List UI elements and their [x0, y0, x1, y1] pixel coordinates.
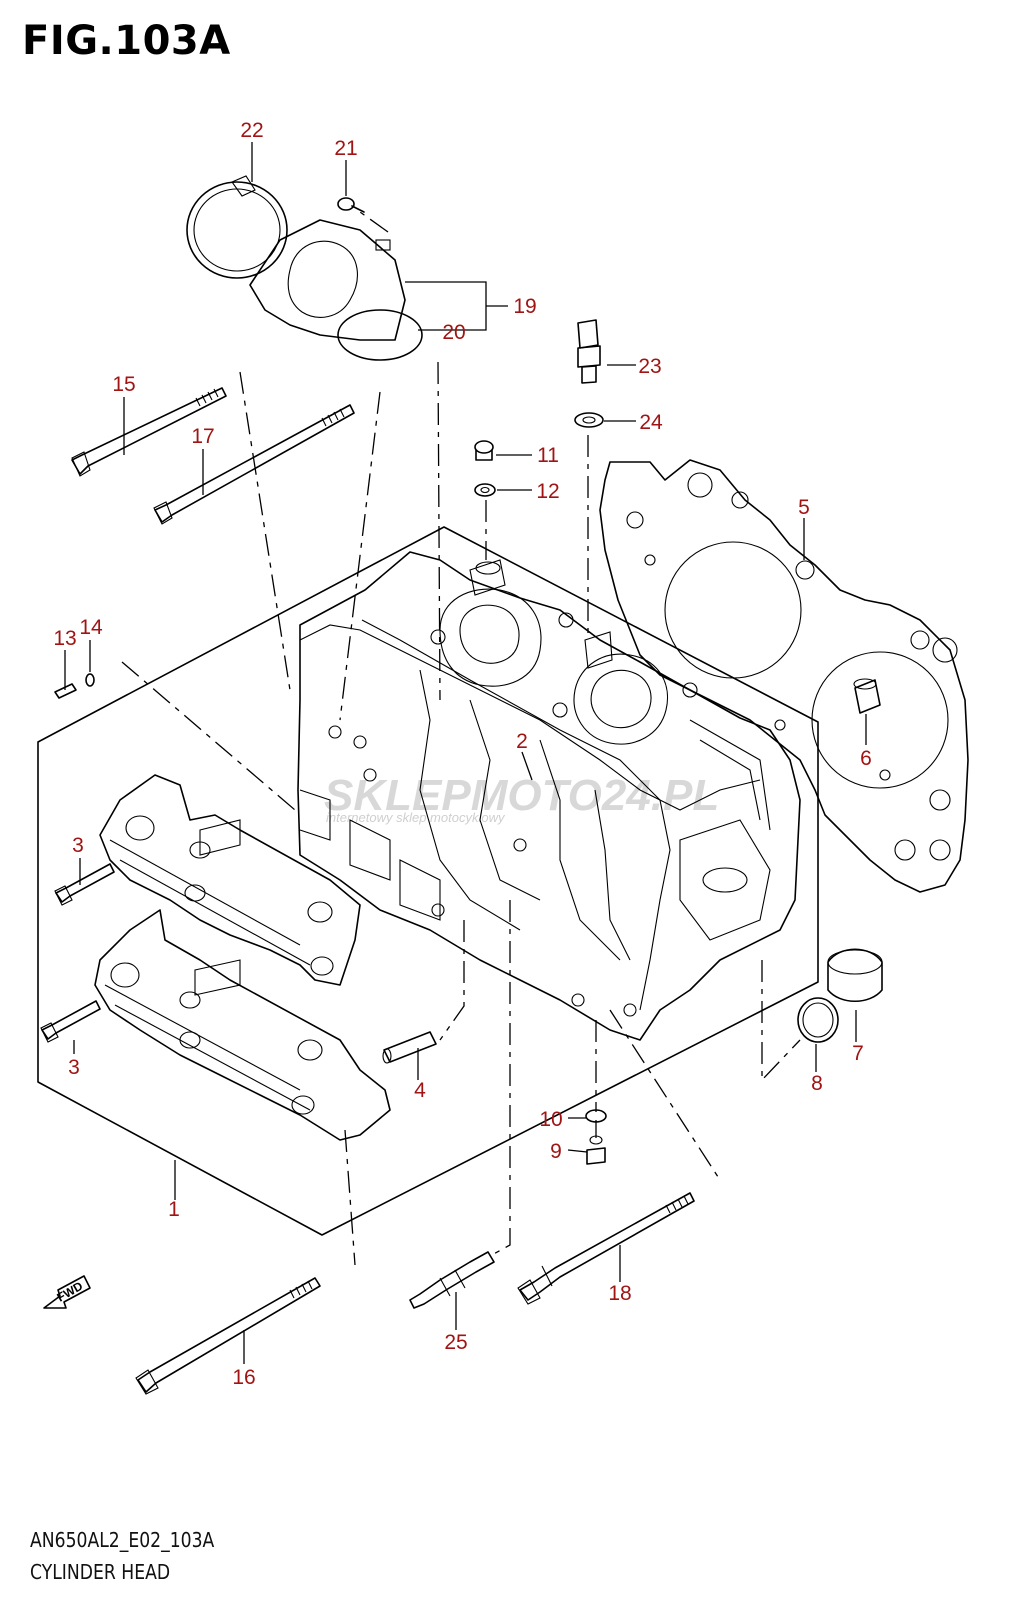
- bolt-15: [71, 387, 227, 477]
- screw-21: [337, 197, 365, 213]
- bolt-9: [586, 1135, 606, 1165]
- callout-19: 19: [513, 295, 536, 318]
- figure-title: FIG.103A: [22, 18, 231, 64]
- pin-13: [54, 683, 77, 699]
- callout-8: 8: [811, 1072, 823, 1095]
- cylinder-head: [297, 551, 801, 1041]
- leader-lines: [64, 142, 867, 1364]
- callout-3-upper: 3: [72, 834, 84, 857]
- diagram-name: CYLINDER HEAD: [30, 1560, 171, 1584]
- dowel-pin: [853, 678, 881, 714]
- callout-7: 7: [852, 1042, 864, 1065]
- bolt-17: [153, 404, 355, 525]
- sensor-23: [577, 319, 601, 384]
- callout-3-lower: 3: [68, 1056, 80, 1079]
- callout-11: 11: [537, 444, 559, 467]
- assembly-lines: [121, 211, 801, 1266]
- callout-20: 20: [442, 321, 465, 344]
- cap-7: [827, 948, 883, 1002]
- bolt-11: [474, 440, 494, 461]
- callout-2: 2: [516, 730, 528, 753]
- bolt-16: [135, 1277, 321, 1395]
- callout-4: 4: [414, 1079, 426, 1102]
- guide-4: [382, 1031, 437, 1064]
- forward-direction-marker: FWD: [43, 1275, 91, 1309]
- callout-24: 24: [639, 411, 663, 434]
- cylinder-head-frame: [37, 526, 819, 1236]
- camshaft-holder-upper: [99, 774, 361, 986]
- diagram-code: AN650AL2_E02_103A: [30, 1528, 215, 1552]
- callout-6: 6: [860, 747, 872, 770]
- callout-10: 10: [539, 1108, 562, 1131]
- bolt-3-lower: [40, 1000, 101, 1043]
- camshaft-holder-lower: [94, 909, 391, 1141]
- callout-16: 16: [232, 1366, 255, 1389]
- washer-24: [574, 412, 604, 428]
- callout-12: 12: [536, 480, 559, 503]
- washer-12: [474, 483, 496, 497]
- callout-5: 5: [798, 496, 810, 519]
- oring-14: [85, 673, 95, 687]
- thermostat-cover: [186, 175, 423, 361]
- callout-14: 14: [79, 616, 103, 639]
- callout-15: 15: [112, 373, 135, 396]
- callout-numbers: 1 2 3 3 4 5 6 7 8 9 10 11 12 13 14 15 16…: [53, 119, 872, 1389]
- callout-17: 17: [191, 425, 214, 448]
- watermark-tagline: internetowy sklep motocyklowy: [326, 810, 506, 825]
- spark-plug: [409, 1251, 495, 1309]
- callout-13: 13: [53, 627, 76, 650]
- watermark: SKLEPMOTO24.PL internetowy sklep motocyk…: [324, 771, 719, 825]
- bolt-3-upper: [54, 863, 115, 906]
- cylinder-head-gasket: [599, 459, 969, 893]
- watermark-brand: SKLEPMOTO24.PL: [324, 771, 719, 820]
- callout-9: 9: [550, 1140, 562, 1163]
- callout-18: 18: [608, 1282, 631, 1305]
- callout-1: 1: [168, 1198, 180, 1221]
- callout-21: 21: [334, 137, 357, 160]
- callout-22: 22: [240, 119, 263, 142]
- bolt-18: [517, 1192, 695, 1305]
- oring-8: [797, 997, 839, 1043]
- callout-25: 25: [444, 1331, 467, 1354]
- callout-23: 23: [638, 355, 661, 378]
- fwd-label: FWD: [55, 1279, 86, 1305]
